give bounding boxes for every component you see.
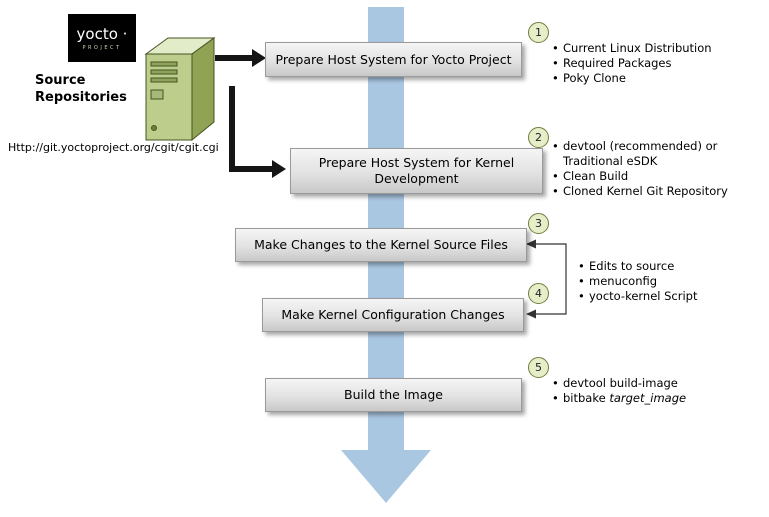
yocto-logo-title: yocto ·	[76, 24, 128, 43]
source-repositories-url: Http://git.yoctoproject.org/cgit/cgit.cg…	[8, 141, 219, 154]
step-box-2: Prepare Host System for Kernel Developme…	[290, 148, 543, 194]
bullet-item: Current Linux Distribution	[552, 41, 762, 56]
bullet-marker	[578, 259, 589, 274]
step-box-1: Prepare Host System for Yocto Project	[265, 42, 522, 77]
bullet-item: devtool (recommended) or Traditional eSD…	[552, 139, 737, 169]
bullet-marker	[552, 169, 563, 184]
step-2-bullets: devtool (recommended) or Traditional eSD…	[552, 139, 737, 199]
bullet-text: Required Packages	[563, 56, 672, 70]
step-5-bullets: devtool build-image bitbake target_image	[552, 376, 752, 406]
bullet-marker	[552, 391, 563, 406]
step-box-4: Make Kernel Configuration Changes	[262, 298, 524, 332]
bullet-marker	[552, 71, 563, 86]
bullet-text: Poky Clone	[563, 71, 626, 85]
bitbake-command-prefix: bitbake	[563, 391, 610, 405]
bullet-text: menuconfig	[589, 274, 658, 288]
step-box-3: Make Changes to the Kernel Source Files	[235, 228, 527, 262]
bullet-marker	[552, 376, 563, 391]
bullet-text: Clean Build	[563, 169, 629, 183]
step-number-4: 4	[528, 283, 549, 304]
step-number-5: 5	[528, 357, 549, 378]
bullet-text: Edits to source	[589, 259, 675, 273]
server-icon	[144, 37, 216, 142]
bullet-marker	[552, 41, 563, 56]
arrow-to-step1-icon	[215, 49, 266, 67]
bullet-item: Cloned Kernel Git Repository	[552, 184, 737, 199]
bullet-text: yocto-kernel Script	[589, 289, 698, 303]
bullet-item: yocto-kernel Script	[578, 289, 758, 304]
arrow-to-step2-icon	[229, 86, 286, 178]
bullet-text: devtool (recommended) or Traditional eSD…	[563, 139, 718, 168]
bullet-text: bitbake target_image	[563, 391, 686, 406]
source-repositories-label: Source Repositories	[35, 73, 127, 105]
bullet-item: devtool build-image	[552, 376, 752, 391]
bullet-marker	[578, 289, 589, 304]
bullet-text: Current Linux Distribution	[563, 41, 712, 55]
bullet-item: Edits to source	[578, 259, 758, 274]
bullet-marker	[578, 274, 589, 289]
step-number-3: 3	[528, 213, 549, 234]
bracket-connector-icon	[526, 239, 567, 319]
bullet-marker	[552, 139, 563, 154]
bullet-item: Poky Clone	[552, 71, 762, 86]
yocto-logo: yocto · PROJECT	[68, 14, 136, 62]
bullet-text: Cloned Kernel Git Repository	[563, 184, 728, 198]
bullet-item: Clean Build	[552, 169, 737, 184]
step-number-2: 2	[528, 127, 549, 148]
bullet-marker	[552, 56, 563, 71]
yocto-logo-subtitle: PROJECT	[82, 44, 122, 51]
bitbake-target-image: target_image	[609, 391, 687, 405]
bullet-marker	[552, 184, 563, 199]
bullet-item: menuconfig	[578, 274, 758, 289]
bullet-text: devtool build-image	[563, 376, 678, 390]
step-number-1: 1	[528, 22, 549, 43]
step-1-bullets: Current Linux Distribution Required Pack…	[552, 41, 762, 86]
step-box-5: Build the Image	[265, 378, 522, 412]
bullet-item: bitbake target_image	[552, 391, 752, 406]
steps-3-4-shared-bullets: Edits to source menuconfig yocto-kernel …	[578, 259, 758, 304]
bullet-item: Required Packages	[552, 56, 762, 71]
